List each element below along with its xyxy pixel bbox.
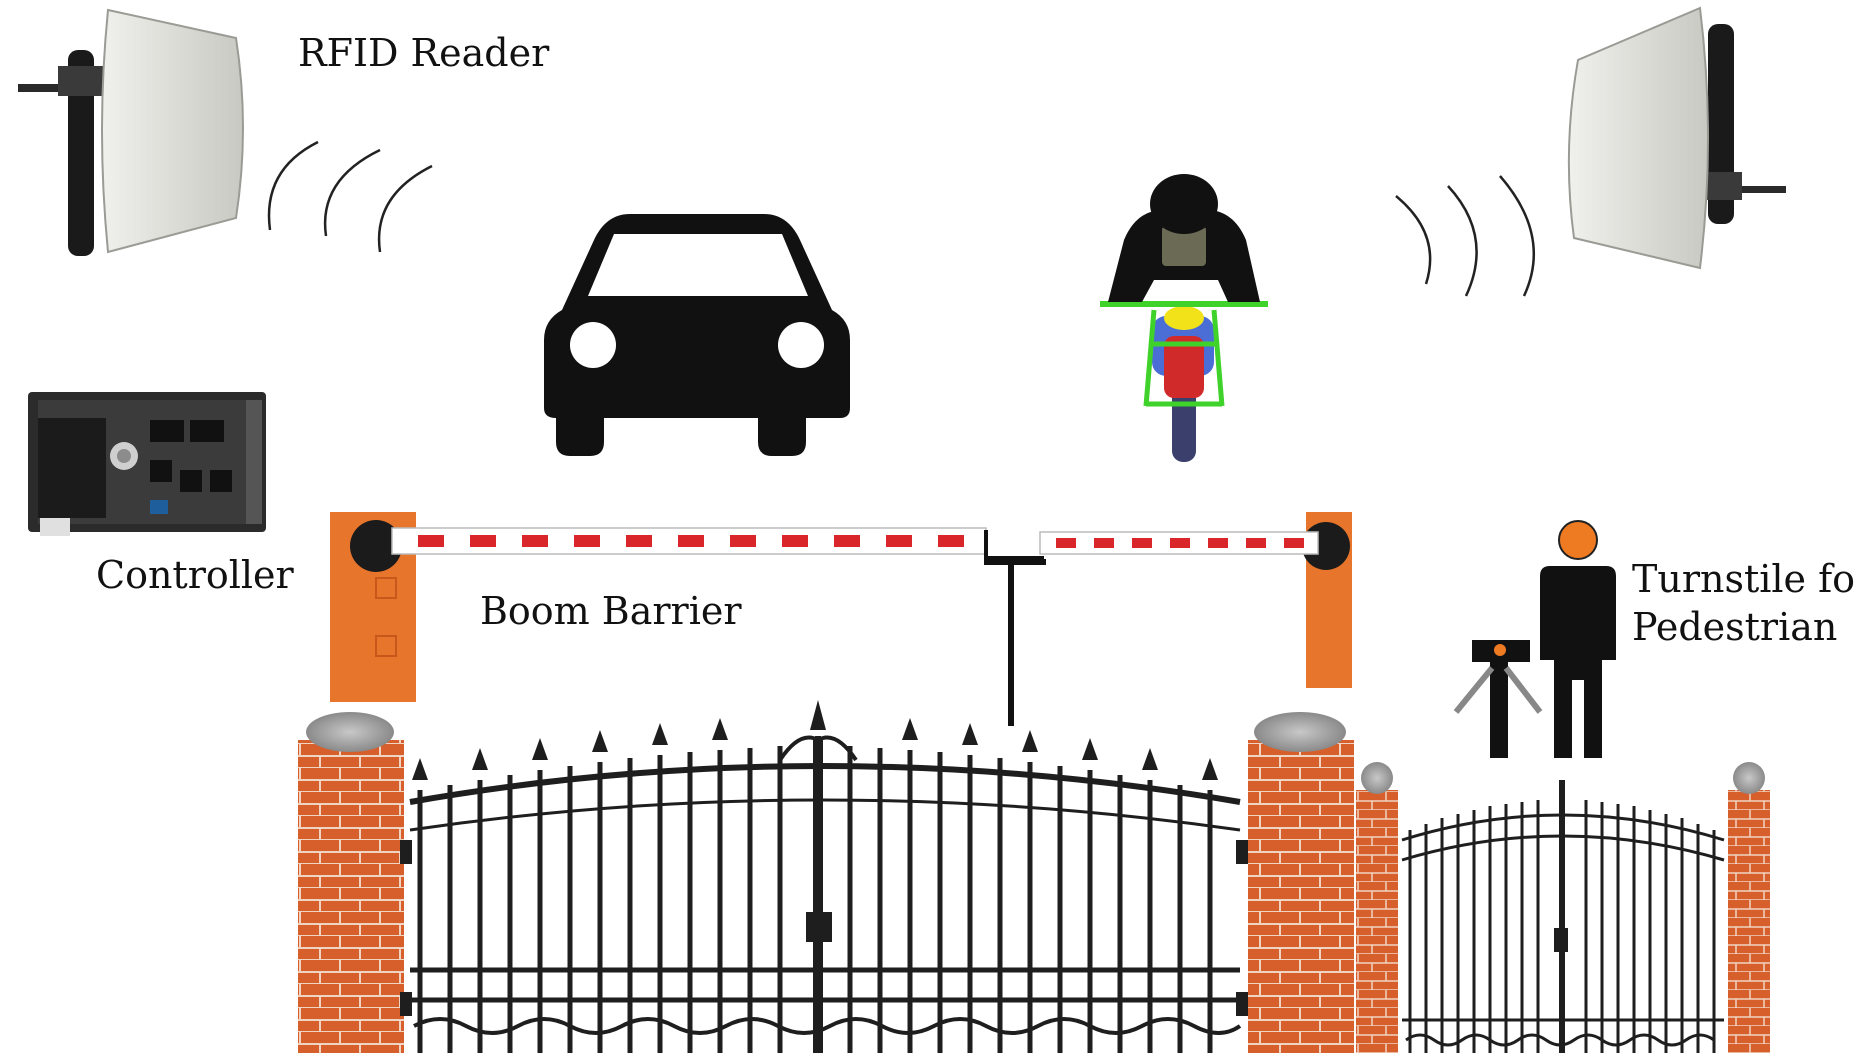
turnstile-label-line2: Pedestrian <box>1632 604 1856 652</box>
pedestrian-icon <box>1540 521 1616 758</box>
boom-barrier-label: Boom Barrier <box>480 588 742 636</box>
turnstile-label: Turnstile for Pedestrian <box>1632 556 1856 651</box>
turnstile-label-line1: Turnstile for <box>1632 556 1856 604</box>
signal-waves-right <box>1396 176 1534 296</box>
controller-label: Controller <box>96 552 294 600</box>
controller-board <box>28 392 266 536</box>
rfid-reader-right <box>1569 8 1786 268</box>
rfid-reader-label: RFID Reader <box>298 30 549 78</box>
main-gate <box>298 700 1354 1053</box>
turnstile-icon <box>1456 640 1540 758</box>
motorcycle-rider-icon <box>1100 174 1268 462</box>
signal-waves-left <box>269 142 432 252</box>
rfid-reader-left <box>18 10 243 256</box>
pedestrian-gate <box>1356 762 1770 1053</box>
car-icon <box>544 214 850 456</box>
